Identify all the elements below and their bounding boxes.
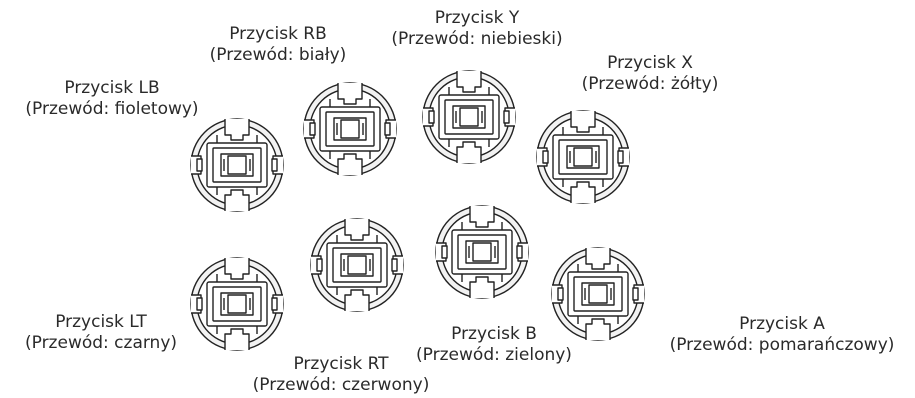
button-b-housing (435, 205, 529, 299)
label-lt-wire: (Przewód: czarny) (24, 333, 178, 353)
label-y-wire: (Przewód: niebieski) (391, 29, 563, 49)
label-a-name: Przycisk A (739, 314, 825, 334)
label-rt-name: Przycisk RT (293, 354, 389, 374)
label-lb-name: Przycisk LB (64, 78, 160, 98)
label-y: Przycisk Y (Przewód: niebieski) (391, 8, 562, 50)
label-lt: Przycisk LT (Przewód: czarny) (25, 312, 177, 354)
label-a: Przycisk A (Przewód: pomarańczowy) (670, 314, 895, 356)
label-rt: Przycisk RT (Przewód: czerwony) (253, 354, 430, 396)
label-b-name: Przycisk B (451, 324, 537, 344)
button-lb-housing (190, 118, 284, 212)
label-b-wire: (Przewód: zielony) (416, 345, 572, 365)
button-y-housing (422, 70, 516, 164)
button-rt-housing (310, 218, 404, 312)
label-rb: Przycisk RB (Przewód: biały) (210, 24, 347, 66)
label-lb-wire: (Przewód: fioletowy) (25, 99, 199, 119)
label-lb: Przycisk LB (Przewód: fioletowy) (25, 78, 198, 120)
label-x-name: Przycisk X (607, 53, 693, 73)
label-x: Przycisk X (Przewód: żółty) (582, 53, 719, 95)
button-lt-housing (190, 257, 284, 351)
label-a-wire: (Przewód: pomarańczowy) (669, 335, 895, 355)
label-rb-name: Przycisk RB (229, 24, 327, 44)
button-a-housing (551, 247, 645, 341)
label-y-name: Przycisk Y (434, 8, 520, 28)
label-rt-wire: (Przewód: czerwony) (252, 375, 430, 395)
label-b: Przycisk B (Przewód: zielony) (416, 324, 572, 366)
label-x-wire: (Przewód: żółty) (581, 74, 719, 94)
label-lt-name: Przycisk LT (55, 312, 147, 332)
button-rb-housing (303, 82, 397, 176)
label-rb-wire: (Przewód: biały) (209, 45, 347, 65)
button-x-housing (536, 110, 630, 204)
